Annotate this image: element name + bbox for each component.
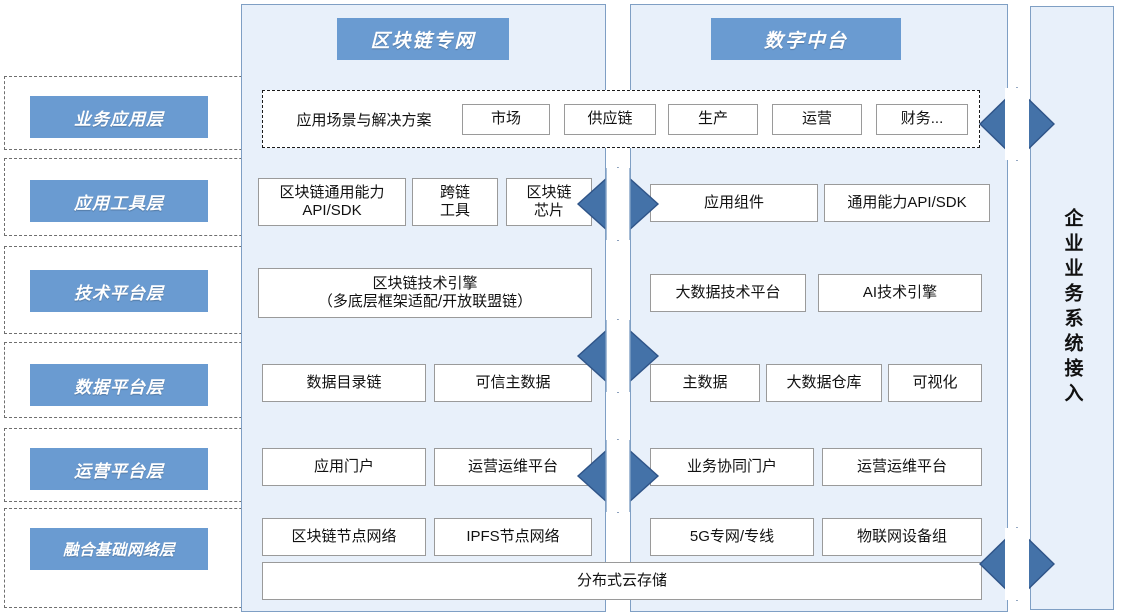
box-label: 可视化 [912, 373, 958, 391]
layer-chip-label: 数据平台层 [74, 377, 164, 397]
box-label: 通用能力API/SDK [847, 193, 967, 211]
business-item-finance[interactable]: 财务... [876, 104, 968, 135]
layer-chip-tools[interactable]: 应用工具层 [30, 180, 208, 222]
tool-box-general-api-right[interactable]: 通用能力API/SDK [824, 184, 990, 222]
net-box-iot-devices[interactable]: 物联网设备组 [822, 518, 982, 556]
net-box-blockchain-nodes[interactable]: 区块链节点网络 [262, 518, 426, 556]
tool-box-app-components[interactable]: 应用组件 [650, 184, 818, 222]
panel-title-midplatform: 数字中台 [711, 18, 901, 60]
box-label: 运营运维平台 [856, 457, 947, 475]
panel-title-blockchain: 区块链专网 [337, 18, 509, 60]
box-label: 财务... [900, 110, 944, 128]
center-arrow-data[interactable] [576, 319, 660, 393]
center-arrow-tools[interactable] [576, 167, 660, 241]
right-arrow-network[interactable] [978, 527, 1056, 601]
layer-chip-business[interactable]: 业务应用层 [30, 96, 208, 138]
business-item-operations[interactable]: 运营 [772, 104, 862, 135]
data-box-master-data[interactable]: 主数据 [650, 364, 760, 402]
box-label: 大数据技术平台 [675, 283, 781, 301]
box-label: 区块链 芯片 [526, 183, 572, 219]
box-label: IPFS节点网络 [466, 527, 560, 545]
data-box-visualization[interactable]: 可视化 [888, 364, 982, 402]
ops-box-collab-portal[interactable]: 业务协同门户 [650, 448, 814, 486]
box-label: 区块链节点网络 [291, 527, 397, 545]
box-label: 区块链技术引擎 （多底层框架适配/开放联盟链） [317, 274, 533, 310]
box-label: 物联网设备组 [856, 527, 947, 545]
box-label: 运营运维平台 [467, 457, 558, 475]
layer-chip-ops[interactable]: 运营平台层 [30, 448, 208, 490]
net-box-5g-line[interactable]: 5G专网/专线 [650, 518, 814, 556]
box-label: 市场 [490, 110, 521, 128]
net-box-distributed-cloud-storage[interactable]: 分布式云存储 [262, 562, 982, 600]
data-box-trusted-master[interactable]: 可信主数据 [434, 364, 592, 402]
ops-box-app-portal[interactable]: 应用门户 [262, 448, 426, 486]
box-label: 运营 [801, 110, 832, 128]
box-label: 5G专网/专线 [689, 527, 775, 545]
box-label: 分布式云存储 [576, 571, 667, 589]
layer-chip-label: 运营平台层 [74, 461, 164, 481]
tech-box-bigdata-platform[interactable]: 大数据技术平台 [650, 274, 806, 312]
panel-title-text: 数字中台 [763, 30, 848, 52]
enterprise-access-label: 企业业务系统接入 [1061, 208, 1083, 408]
box-label: 应用组件 [703, 193, 764, 211]
business-item-market[interactable]: 市场 [462, 104, 550, 135]
panel-title-text: 区块链专网 [370, 30, 476, 52]
box-label: 主数据 [682, 373, 728, 391]
data-box-catalog-chain[interactable]: 数据目录链 [262, 364, 426, 402]
box-label: 生产 [697, 110, 728, 128]
ops-box-ops-platform-right[interactable]: 运营运维平台 [822, 448, 982, 486]
tech-box-ai-engine[interactable]: AI技术引擎 [818, 274, 982, 312]
layer-chip-data[interactable]: 数据平台层 [30, 364, 208, 406]
layer-chip-label: 技术平台层 [74, 283, 164, 303]
layer-chip-label: 融合基础网络层 [62, 542, 175, 559]
box-label: 业务协同门户 [686, 457, 777, 475]
box-label: 应用门户 [313, 457, 374, 475]
box-label: AI技术引擎 [862, 283, 938, 301]
layer-chip-network[interactable]: 融合基础网络层 [30, 528, 208, 570]
business-strip-label-text: 应用场景与解决方案 [296, 111, 432, 129]
business-item-supply[interactable]: 供应链 [564, 104, 656, 135]
box-label: 区块链通用能力 API/SDK [279, 183, 385, 219]
layer-chip-tech[interactable]: 技术平台层 [30, 270, 208, 312]
business-item-production[interactable]: 生产 [668, 104, 758, 135]
tech-box-blockchain-engine[interactable]: 区块链技术引擎 （多底层框架适配/开放联盟链） [258, 268, 592, 318]
tool-box-general-api[interactable]: 区块链通用能力 API/SDK [258, 178, 406, 226]
business-strip-label: 应用场景与解决方案 [274, 98, 454, 140]
data-box-warehouse[interactable]: 大数据仓库 [766, 364, 882, 402]
center-arrow-ops[interactable] [576, 439, 660, 513]
box-label: 数据目录链 [306, 373, 382, 391]
layer-chip-label: 应用工具层 [74, 193, 164, 213]
tool-box-chip[interactable]: 区块链 芯片 [506, 178, 592, 226]
box-label: 大数据仓库 [786, 373, 862, 391]
box-label: 跨链 工具 [439, 183, 470, 219]
enterprise-access-column: 企业业务系统接入 [1030, 6, 1114, 610]
ops-box-ops-platform[interactable]: 运营运维平台 [434, 448, 592, 486]
net-box-ipfs-nodes[interactable]: IPFS节点网络 [434, 518, 592, 556]
box-label: 可信主数据 [475, 373, 551, 391]
right-arrow-business[interactable] [978, 87, 1056, 161]
layer-chip-label: 业务应用层 [74, 109, 164, 129]
tool-box-crosschain[interactable]: 跨链 工具 [412, 178, 498, 226]
box-label: 供应链 [587, 110, 633, 128]
